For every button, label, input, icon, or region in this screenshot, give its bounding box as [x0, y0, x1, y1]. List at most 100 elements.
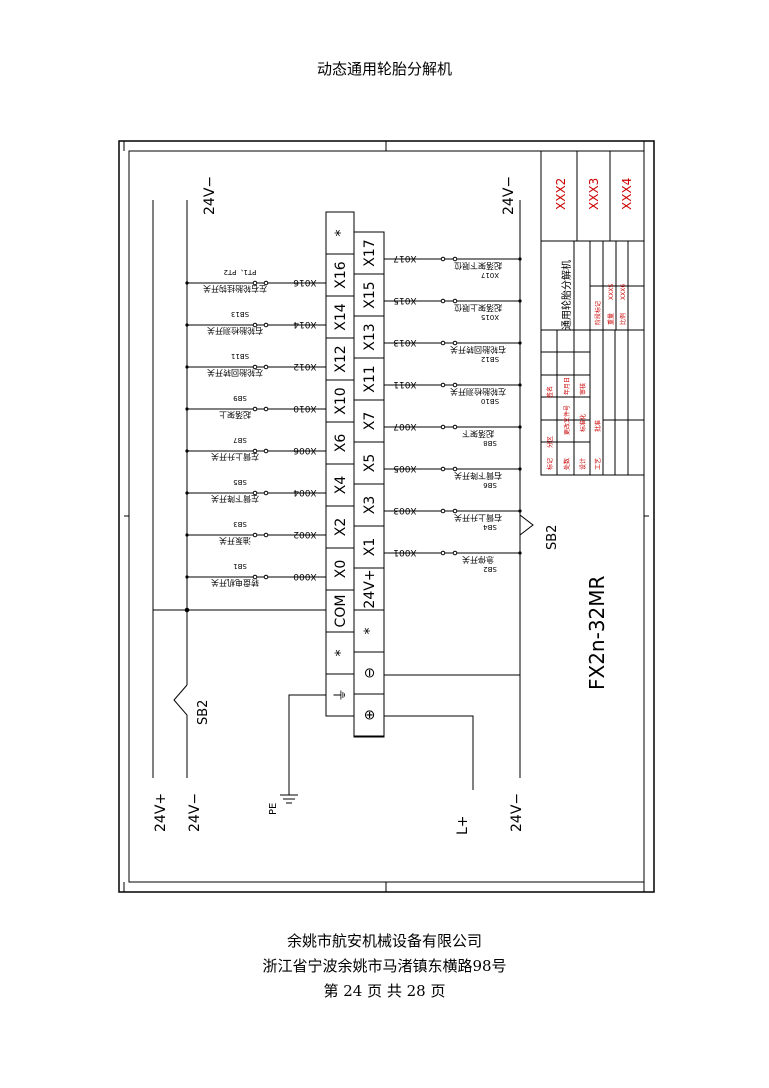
left-input-address: X002	[293, 529, 316, 539]
revision-2: XXX3	[587, 178, 601, 210]
title-block-cell: 阶段标记	[594, 301, 602, 325]
right-input-description: 右臂上升开关	[454, 513, 502, 523]
left-input-switch-id: PT1、PT2	[224, 268, 257, 276]
switch-contact	[440, 382, 446, 388]
left-input-switch-id: SB5	[233, 478, 247, 486]
right-input-switch-id: SB10	[481, 397, 499, 405]
switch-contact	[252, 490, 258, 496]
switch-contact	[252, 448, 258, 454]
terminal-left-label: ⏚	[333, 688, 349, 702]
right-input-description: 右轮胎回转开关	[450, 345, 506, 355]
title-block-cell: 审核	[579, 383, 587, 395]
right-input-switch-id: X017	[481, 271, 499, 279]
junction-dot	[185, 281, 189, 285]
label-24v-minus-bottom-left: 24V−	[187, 793, 203, 832]
junction-dot	[518, 383, 522, 387]
left-input-switch-id: SB11	[231, 352, 249, 360]
right-input-switch-id: SB2	[483, 565, 497, 573]
right-input-description: 急停开关	[462, 555, 494, 565]
label-24v-minus-bottom-right: 24V−	[509, 793, 525, 832]
switch-contact	[452, 466, 458, 472]
switch-contact	[440, 256, 446, 262]
right-input-address: X011	[393, 379, 416, 389]
right-input-description: 左轮胎检测开关	[450, 387, 506, 397]
left-input-address: X004	[293, 487, 317, 497]
drawing-title: 通用轮胎分解机	[560, 260, 573, 330]
junction-dot	[185, 533, 189, 537]
terminal-right-label: *	[362, 628, 378, 635]
switch-contact	[452, 298, 458, 304]
left-input-description: 转盘电机开关	[211, 578, 259, 588]
label-l-plus: L+	[455, 815, 471, 835]
switch-contact	[440, 550, 446, 556]
terminal-left-label: X10	[333, 387, 349, 414]
terminal-left-label: *	[333, 230, 349, 237]
switch-contact	[252, 364, 258, 370]
left-input-description: 左轮胎回转开关	[207, 368, 263, 378]
left-input-switch-id: SB13	[231, 310, 249, 318]
title-block	[540, 150, 645, 476]
left-input-description: 左臂下降开关	[211, 494, 259, 504]
junction-dot	[518, 299, 522, 303]
terminal-left-label: X16	[333, 261, 349, 288]
left-input-address: X010	[293, 403, 317, 413]
junction-dot	[185, 323, 189, 327]
footer-company: 余姚市航安机械设备有限公司	[286, 932, 482, 950]
title-block-cell: XXXS	[608, 284, 615, 300]
right-input-address: X013	[393, 337, 416, 347]
left-input-switch-id: SB1	[233, 562, 247, 570]
label-24v-minus-top-left: 24V−	[202, 176, 218, 215]
terminal-right-label: X5	[362, 454, 378, 473]
left-input-switch-id: SB7	[233, 436, 247, 444]
title-block-cell: 分区	[546, 436, 554, 448]
right-input-switch-id: SB8	[483, 439, 497, 447]
terminal-left-label: X12	[333, 345, 349, 372]
title-block-cell: 年月日	[563, 377, 571, 395]
left-input-description: 左右轮胎挂钩开关	[203, 284, 267, 294]
terminal-right-label: X7	[362, 412, 378, 431]
switch-contact	[252, 322, 258, 328]
revision-1: XXX2	[554, 178, 568, 210]
revision-3: XXX4	[620, 178, 634, 210]
right-input-switch-id: SB4	[483, 523, 497, 531]
label-sb2-right: SB2	[545, 525, 560, 550]
right-input-description: 起落架下限位	[454, 261, 502, 271]
switch-contact	[452, 550, 458, 556]
terminal-left-label: COM	[333, 595, 349, 628]
junction-dot	[518, 551, 522, 555]
left-input-switch-id: SB9	[233, 394, 247, 402]
terminal-right-label: 24V+	[362, 569, 378, 608]
junction-dot	[518, 467, 522, 471]
right-input-address: X017	[393, 253, 416, 263]
switch-contact	[263, 490, 269, 496]
left-input-address: X006	[293, 445, 317, 455]
left-input-address: X012	[293, 361, 316, 371]
right-input-address: X005	[393, 463, 416, 473]
switch-contact	[452, 382, 458, 388]
left-input-switch-id: SB3	[233, 520, 247, 528]
label-24v-minus-top-right: 24V−	[501, 176, 517, 215]
right-input-address: X015	[393, 295, 416, 305]
junction-dot	[185, 407, 189, 411]
terminal-left-label: *	[333, 650, 349, 657]
switch-contact	[263, 322, 269, 328]
title-block-cell: 标准化	[579, 414, 587, 432]
title-block-cell: 处数	[563, 458, 571, 470]
terminal-right-label: ⊕	[362, 709, 378, 721]
switch-contact	[263, 364, 269, 370]
junction-dot	[518, 341, 522, 345]
title-block-cell: 重量	[607, 313, 615, 325]
switch-contact	[263, 280, 269, 286]
terminal-right-label: X3	[362, 496, 378, 515]
junction-dot	[185, 449, 189, 453]
left-input-description: 左臂上升开关	[211, 452, 259, 462]
switch-contact	[263, 406, 269, 412]
terminal-right-label: X13	[362, 323, 378, 350]
terminal-right-label: ⊖	[362, 667, 378, 679]
terminal-right-label: X17	[362, 239, 378, 266]
right-input-switch-id: SB6	[483, 481, 497, 489]
plc-model-label: FX2n-32MR	[585, 575, 609, 690]
switch-contact	[252, 532, 258, 538]
terminal-left-label: X4	[333, 476, 349, 495]
junction-dot	[518, 425, 522, 429]
